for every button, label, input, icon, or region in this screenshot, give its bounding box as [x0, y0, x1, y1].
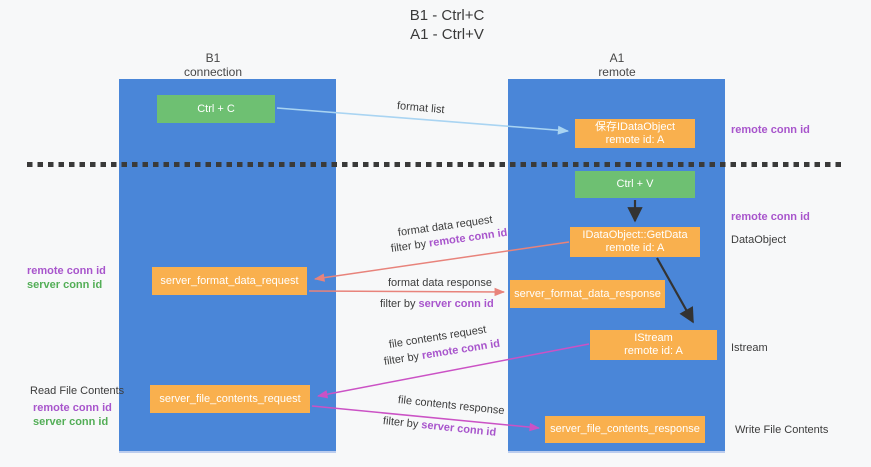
lifeline-a1-name: A1: [609, 51, 625, 65]
title-line-1: B1 - Ctrl+C: [409, 7, 485, 24]
lifeline-header-b1: B1 connection: [153, 51, 273, 79]
node-save-dataobject-subtitle: remote id: A: [605, 133, 665, 146]
left-server-conn-id-2: server conn id: [33, 416, 109, 428]
node-save-dataobject: 保存IDataObject remote id: A: [575, 119, 695, 148]
node-istream-subtitle: remote id: A: [624, 345, 683, 357]
label-format-data-response: format data response: [388, 277, 492, 289]
node-server-file-contents-response: server_file_contents_response: [545, 416, 705, 443]
node-getdata-title: IDataObject::GetData: [582, 229, 688, 241]
arrow-format-data-response: [308, 287, 506, 297]
right-remote-conn-id-2: remote conn id: [731, 211, 810, 223]
node-getdata-subtitle: remote id: A: [605, 242, 665, 254]
node-server-format-data-request-label: server_format_data_request: [160, 274, 299, 287]
node-server-file-contents-response-label: server_file_contents_response: [550, 423, 700, 435]
label-format-list: format list: [396, 100, 446, 117]
label-filter-format-response: filter by server conn id: [380, 298, 494, 310]
filter-prefix: filter by: [383, 350, 423, 368]
node-ctrl-c-label: Ctrl + C: [197, 102, 235, 115]
filter-prefix: filter by: [380, 298, 419, 310]
left-server-conn-id-1: server conn id: [27, 279, 103, 291]
node-ctrl-v: Ctrl + V: [575, 171, 695, 198]
node-server-format-data-request: server_format_data_request: [152, 267, 307, 295]
label-filter-file-response: filter by server conn id: [382, 415, 496, 439]
lifeline-a1-role: remote: [598, 65, 636, 79]
lifeline-header-a1: A1 remote: [557, 51, 677, 79]
label-file-contents-response: file contents response: [397, 394, 506, 418]
node-getdata: IDataObject::GetData remote id: A: [570, 227, 700, 257]
node-istream-title: IStream: [634, 332, 673, 344]
node-ctrl-v-label: Ctrl + V: [616, 178, 654, 190]
left-remote-conn-id-2: remote conn id: [33, 402, 112, 414]
node-server-file-contents-request-label: server_file_contents_request: [159, 392, 301, 405]
filter-server-conn-id: server conn id: [418, 298, 494, 310]
filter-prefix: filter by: [390, 237, 430, 255]
session-divider-dashed-line: [27, 162, 845, 167]
diagram-title: B1 - Ctrl+C A1 - Ctrl+V: [327, 6, 567, 44]
right-remote-conn-id-1: remote conn id: [731, 124, 810, 136]
left-read-file-contents: Read File Contents: [30, 385, 125, 397]
node-server-format-data-response-label: server_format_data_response: [514, 287, 661, 300]
lifeline-b1-role: connection: [183, 65, 243, 79]
filter-server-conn-id: server conn id: [420, 419, 497, 439]
node-server-format-data-response: server_format_data_response: [510, 280, 665, 308]
node-save-dataobject-title: 保存IDataObject: [594, 120, 676, 133]
left-remote-conn-id-1: remote conn id: [27, 265, 106, 277]
right-dataobject: DataObject: [731, 234, 787, 246]
title-line-2: A1 - Ctrl+V: [410, 26, 484, 43]
right-write-file-contents: Write File Contents: [735, 424, 829, 436]
node-istream: IStream remote id: A: [590, 330, 717, 360]
lifeline-b1-name: B1: [205, 51, 221, 65]
node-server-file-contents-request: server_file_contents_request: [150, 385, 310, 413]
filter-prefix: filter by: [382, 415, 422, 431]
node-ctrl-c: Ctrl + C: [157, 95, 275, 123]
right-istream: Istream: [731, 342, 768, 354]
